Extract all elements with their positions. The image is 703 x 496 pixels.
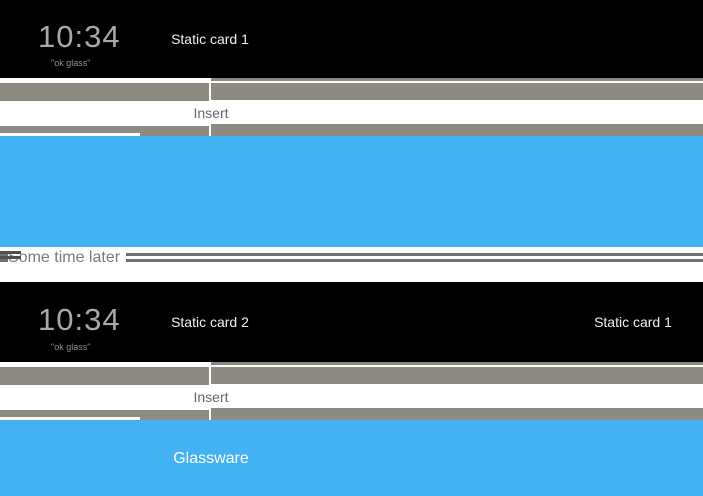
- divider-mark: [0, 255, 21, 259]
- timeline-bar: [211, 83, 703, 100]
- divider-rule: [0, 258, 703, 262]
- clock-time: 10:34: [38, 19, 121, 54]
- static-card-1-label: Static card 1: [171, 31, 249, 47]
- timeline-bar: [0, 83, 209, 101]
- clock-time: 10:34: [38, 302, 121, 337]
- divider-rule: [0, 253, 703, 256]
- glassware-label: Glassware: [173, 450, 249, 467]
- glassware-card-before: Glassware: [0, 136, 703, 319]
- ok-glass-hint: "ok glass": [51, 58, 91, 68]
- some-time-later-divider: Some time later: [0, 247, 703, 282]
- timeline-bar: [0, 367, 209, 385]
- static-card-2-label: Static card 2: [171, 314, 249, 330]
- insert-label: Insert: [193, 389, 229, 405]
- static-card-1-label: Static card 1: [594, 314, 672, 330]
- timeline-bar: [211, 408, 703, 420]
- timeline-bar: [0, 410, 209, 417]
- timeline-bar: [140, 410, 209, 420]
- timeline-bar: [211, 124, 703, 136]
- timeline-bar: [140, 126, 209, 136]
- ok-glass-hint: "ok glass": [51, 342, 91, 352]
- timeline-bar: [0, 126, 209, 133]
- insertion-band-after: Insert: [0, 362, 703, 420]
- timeline-bar: [211, 78, 703, 81]
- timeline-bar: [211, 367, 703, 384]
- timeline-bar: [211, 362, 703, 365]
- some-time-later-label: Some time later: [8, 248, 127, 267]
- insertion-band-before: Insert: [0, 78, 703, 136]
- clock-card-before: 10:34 "ok glass" Static card 1: [0, 0, 703, 78]
- divider-mark: [0, 250, 21, 254]
- glassware-card-after: Glassware: [0, 420, 703, 496]
- clock-card-after: 10:34 "ok glass" Static card 2 Static ca…: [0, 282, 703, 362]
- insert-label: Insert: [193, 105, 229, 121]
